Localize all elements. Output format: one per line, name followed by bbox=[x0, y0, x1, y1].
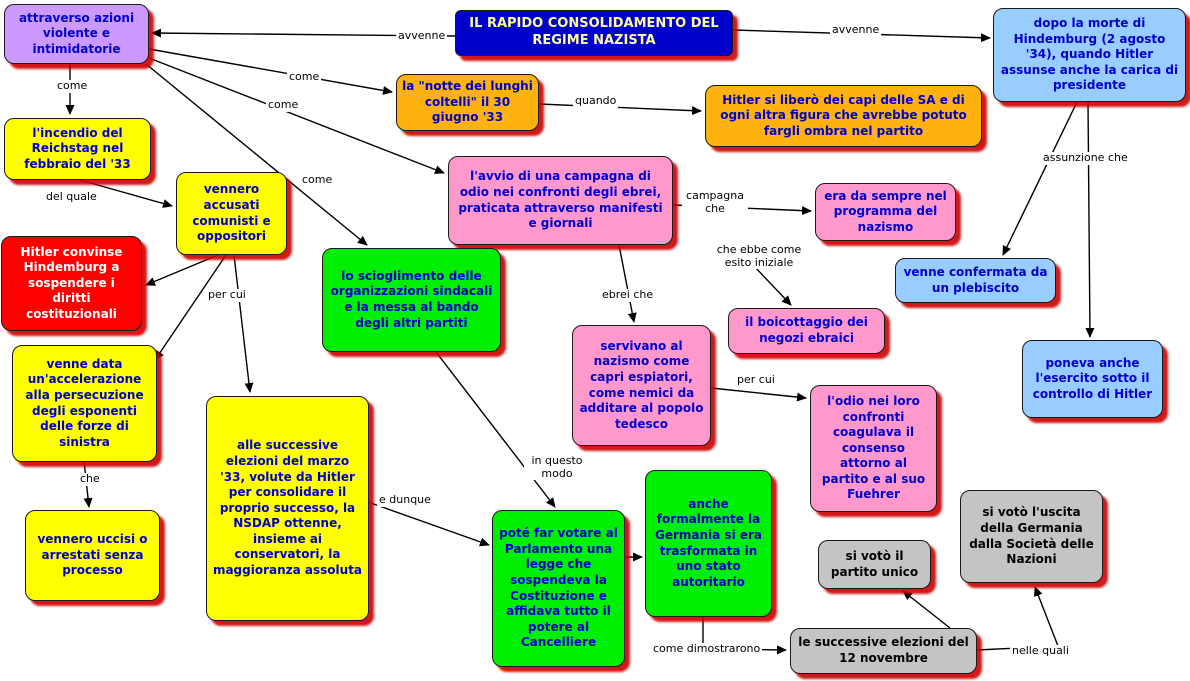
link-label-come-2: come bbox=[287, 70, 322, 84]
edge-azioni-notte bbox=[148, 48, 393, 95]
node-campagna-odio: l'avvio di una campagna di odio nei conf… bbox=[448, 156, 673, 245]
node-uscita-societa-nazioni: si votò l'uscita della Germania dalla So… bbox=[960, 490, 1103, 583]
link-label-per-cui-1: per cui bbox=[206, 288, 248, 302]
edge-azioni-scioglimento bbox=[145, 63, 368, 246]
node-epurazione-sa: Hitler si liberò dei capi delle SA e di … bbox=[705, 85, 982, 147]
link-label-che: che bbox=[78, 472, 102, 486]
link-label-come-1: come bbox=[55, 79, 90, 93]
link-label-nelle-quali: nelle quali bbox=[1010, 644, 1071, 658]
link-label-avvenne-right: avvenne bbox=[830, 23, 882, 37]
edge-accusati-sospensione bbox=[145, 254, 219, 286]
link-label-quando: quando bbox=[573, 94, 619, 108]
link-label-per-cui-2: per cui bbox=[735, 373, 777, 387]
node-plebiscito: venne confermata da un plebiscito bbox=[895, 258, 1056, 303]
node-title: IL RAPIDO CONSOLIDAMENTO DEL REGIME NAZI… bbox=[455, 10, 733, 56]
node-sospensione-diritti: Hitler convinse Hindemburg a sospendere … bbox=[1, 236, 142, 331]
node-azioni-violente: attraverso azioni violente e intimidator… bbox=[4, 4, 149, 64]
node-stato-autoritario: anche formalmente la Germania si era tra… bbox=[645, 470, 772, 617]
link-label-avvenne-left: avvenne bbox=[396, 29, 448, 43]
edge-accusati-persecuzione bbox=[154, 254, 227, 361]
link-label-in-questo-modo: in questo modo bbox=[524, 454, 590, 481]
node-uccisi-arrestati: vennero uccisi o arrestati senza process… bbox=[25, 510, 160, 601]
node-morte-hindemburg: dopo la morte di Hindemburg (2 agosto '3… bbox=[993, 8, 1186, 102]
node-partito-unico: si votò il partito unico bbox=[818, 540, 931, 589]
edge-hindemburg-plebiscito bbox=[1002, 101, 1078, 256]
node-elezioni-novembre: le successive elezioni del 12 novembre bbox=[790, 628, 977, 674]
link-label-e-dunque: e dunque bbox=[377, 493, 433, 507]
edge-azioni-campagna bbox=[148, 57, 445, 174]
node-elezioni-marzo: alle successive elezioni del marzo '33, … bbox=[206, 396, 369, 621]
edge-hindemburg-esercito bbox=[1085, 101, 1095, 338]
link-label-assunzione-che: assunzione che bbox=[1041, 151, 1130, 165]
link-label-campagna-che: campagna che bbox=[682, 189, 748, 216]
link-label-ebrei-che: ebrei che bbox=[600, 288, 656, 302]
link-label-del-quale: del quale bbox=[44, 190, 99, 204]
node-esercito: poneva anche l'esercito sotto il control… bbox=[1022, 340, 1163, 418]
edge-notte-epurazione bbox=[538, 103, 702, 116]
edge-accusati-elezioni-marzo bbox=[233, 254, 254, 393]
node-incendio-reichstag: l'incendio del Reichstag nel febbraio de… bbox=[4, 118, 151, 180]
edge-scioglimento-legge bbox=[435, 351, 556, 508]
node-accusati: vennero accusati comunisti e oppositori bbox=[176, 172, 287, 255]
node-boicottaggio: il boicottaggio dei negozi ebraici bbox=[728, 308, 885, 354]
edge-capri-odio bbox=[710, 387, 807, 402]
link-label-esito-iniziale: che ebbe come esito iniziale bbox=[710, 243, 808, 270]
node-notte-coltelli: la "notte dei lunghi coltelli" il 30 giu… bbox=[396, 74, 539, 131]
link-label-come-4: come bbox=[300, 173, 335, 187]
node-capri-espiatori: servivano al nazismo come capri espiator… bbox=[572, 325, 711, 446]
node-programma-nazismo: era da sempre nel programma del nazismo bbox=[815, 183, 956, 241]
node-scioglimento-sindacati: lo scioglimento delle organizzazioni sin… bbox=[322, 248, 501, 352]
link-label-come-dimostrarono: come dimostrarono bbox=[651, 642, 763, 656]
link-label-come-3: come bbox=[266, 98, 301, 112]
edge-elezioninovembre-partitounico bbox=[902, 590, 951, 629]
edge-incendio-accusati bbox=[79, 179, 173, 208]
node-odio-consenso: l'odio nei loro confronti coagulava il c… bbox=[810, 385, 937, 512]
edge-elezionimarzo-legge bbox=[367, 501, 490, 547]
node-persecuzione-sinistra: venne data un'accelerazione alla persecu… bbox=[12, 345, 157, 462]
edge-elezioninovembre-uscita bbox=[976, 586, 1060, 651]
edge-campagna-capri bbox=[618, 244, 637, 323]
node-legge-pieni-poteri: poté far votare al Parlamento una legge … bbox=[492, 510, 625, 667]
